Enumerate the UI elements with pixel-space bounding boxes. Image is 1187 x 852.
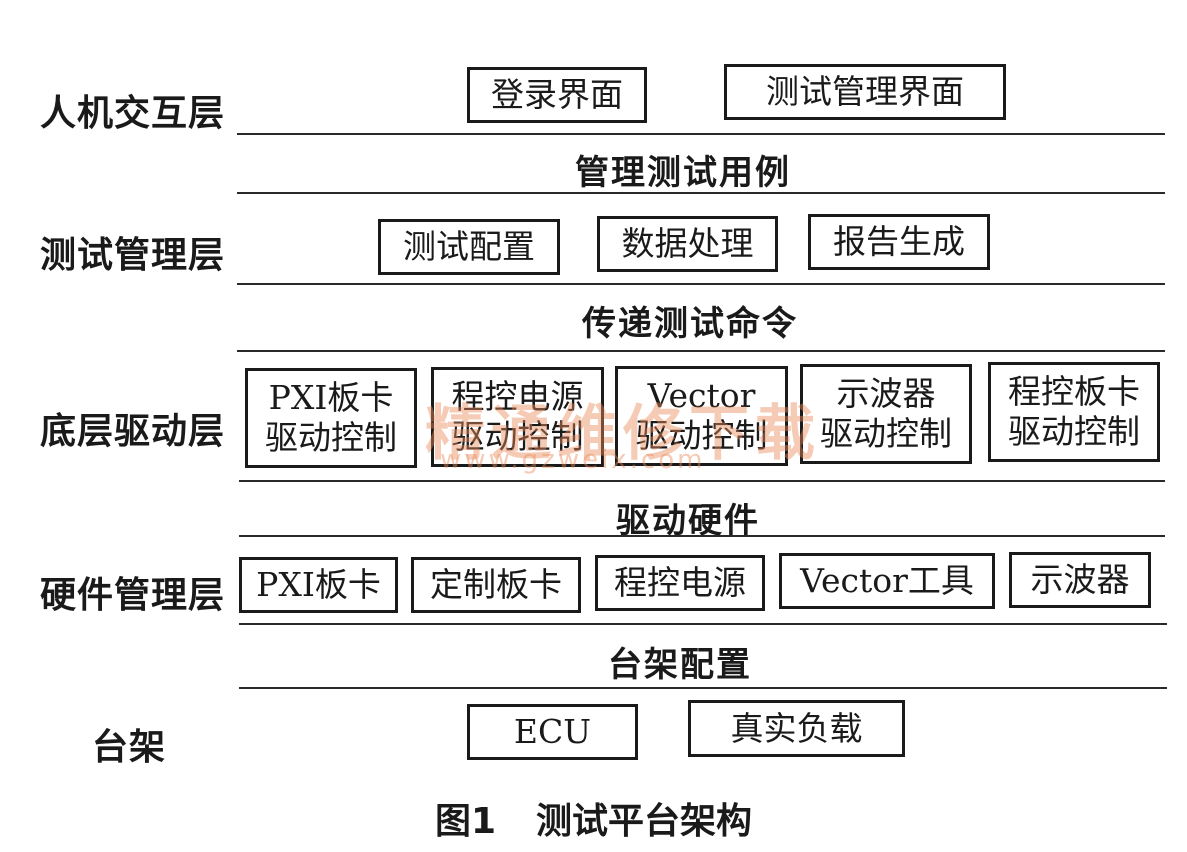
- box-power-supply-driver: 程控电源驱动控制: [431, 367, 604, 467]
- figure-caption: 图1 测试平台架构: [435, 792, 752, 844]
- box-vector-tool: Vector工具: [779, 553, 995, 609]
- figure-title: 测试平台架构: [536, 801, 753, 842]
- layer-label-hardware: 硬件管理层: [40, 575, 226, 616]
- layer-label-driver: 底层驱动层: [40, 411, 226, 452]
- box-real-load: 真实负载: [688, 700, 905, 757]
- layer-label-hmi: 人机交互层: [40, 93, 226, 134]
- divider-line: [237, 133, 1165, 135]
- layer-label-test-management: 测试管理层: [40, 235, 226, 276]
- box-test-config: 测试配置: [378, 219, 560, 275]
- divider-line: [237, 283, 1165, 285]
- box-programmable-card-driver: 程控板卡驱动控制: [988, 362, 1160, 462]
- link-rig-configuration: 台架配置: [608, 645, 752, 685]
- layer-label-rig: 台架: [92, 727, 167, 768]
- divider-line: [239, 623, 1167, 625]
- box-oscilloscope-driver: 示波器驱动控制: [800, 364, 972, 464]
- box-custom-card: 定制板卡: [411, 557, 581, 613]
- box-login-ui: 登录界面: [467, 67, 647, 123]
- box-data-processing: 数据处理: [597, 216, 778, 272]
- box-pxi-card: PXI板卡: [239, 557, 398, 613]
- box-power-supply: 程控电源: [595, 555, 765, 611]
- box-pxi-card-driver: PXI板卡驱动控制: [245, 368, 417, 468]
- box-test-management-ui: 测试管理界面: [724, 64, 1006, 120]
- divider-line: [239, 535, 1165, 537]
- box-report-generation: 报告生成: [808, 214, 990, 270]
- divider-line: [237, 192, 1165, 194]
- divider-line: [239, 687, 1167, 689]
- link-manage-test-cases: 管理测试用例: [575, 153, 791, 193]
- link-drive-hardware: 驱动硬件: [616, 501, 760, 541]
- figure-number: 图1: [434, 801, 497, 842]
- divider-line: [239, 480, 1165, 482]
- divider-line: [237, 350, 1165, 352]
- box-ecu: ECU: [467, 704, 638, 760]
- link-pass-test-commands: 传递测试命令: [582, 304, 798, 344]
- box-oscilloscope: 示波器: [1009, 552, 1151, 608]
